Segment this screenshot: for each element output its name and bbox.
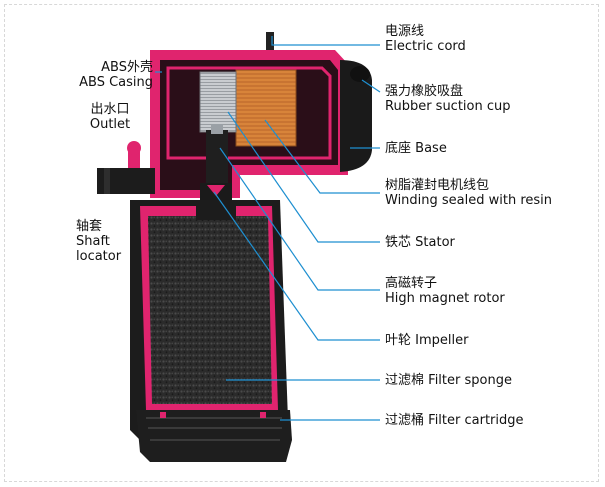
leader-suction-cup: [361, 79, 381, 93]
high-magnet-rotor: [206, 130, 228, 185]
label-rotor: 高磁转子 High magnet rotor: [385, 276, 505, 306]
label-filter-sponge: 过滤棉 Filter sponge: [385, 373, 512, 388]
label-suction-cup: 强力橡胶吸盘 Rubber suction cup: [385, 84, 511, 114]
label-base: 底座 Base: [385, 141, 447, 156]
leader-rotor: [219, 147, 380, 291]
label-shaft-locator: 轴套 Shaft locator: [76, 219, 122, 264]
leader-electric-cord: [271, 36, 380, 46]
leader-winding: [264, 119, 380, 194]
label-outlet: 出水口 Outlet: [89, 102, 131, 132]
leader-stator: [227, 111, 380, 243]
label-stator: 铁芯 Stator: [385, 235, 455, 250]
stator: [199, 71, 237, 133]
frame-border: [4, 4, 599, 482]
rubber-suction-cup: [340, 60, 372, 172]
leader-lines: [155, 36, 381, 421]
cartridge-base: [136, 410, 292, 462]
electric-cord: [266, 32, 274, 50]
leader-impeller: [213, 191, 380, 341]
label-winding: 树脂灌封电机线包 Winding sealed with resin: [385, 178, 553, 208]
label-abs-casing: ABS外壳 ABS Casing: [79, 60, 153, 90]
label-filter-cartridge: 过滤桶 Filter cartridge: [385, 413, 524, 428]
filter-sponge: [148, 216, 272, 404]
winding-coil: [235, 69, 297, 147]
label-electric-cord: 电源线 Electric cord: [385, 24, 466, 54]
label-impeller: 叶轮 Impeller: [385, 333, 469, 348]
